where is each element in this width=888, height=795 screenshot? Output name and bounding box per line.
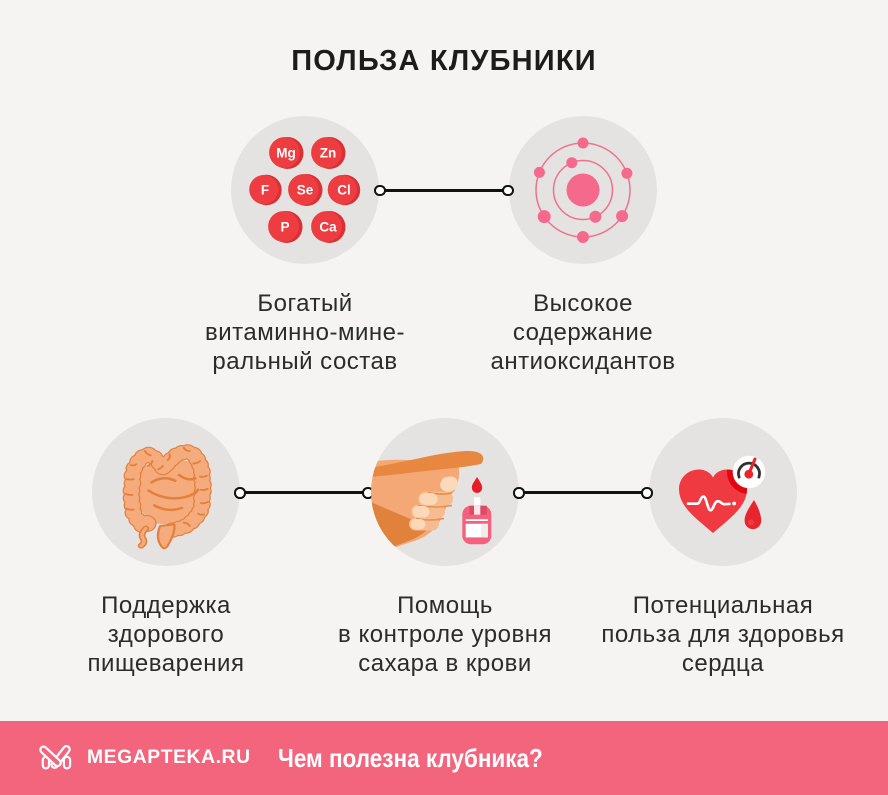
svg-text:Mg: Mg: [276, 146, 296, 161]
svg-text:Zn: Zn: [320, 146, 337, 161]
svg-text:Cl: Cl: [337, 183, 351, 198]
svg-text:P: P: [280, 220, 289, 235]
svg-text:Se: Se: [297, 183, 314, 198]
svg-text:F: F: [261, 183, 269, 198]
svg-text:Ca: Ca: [319, 220, 337, 235]
